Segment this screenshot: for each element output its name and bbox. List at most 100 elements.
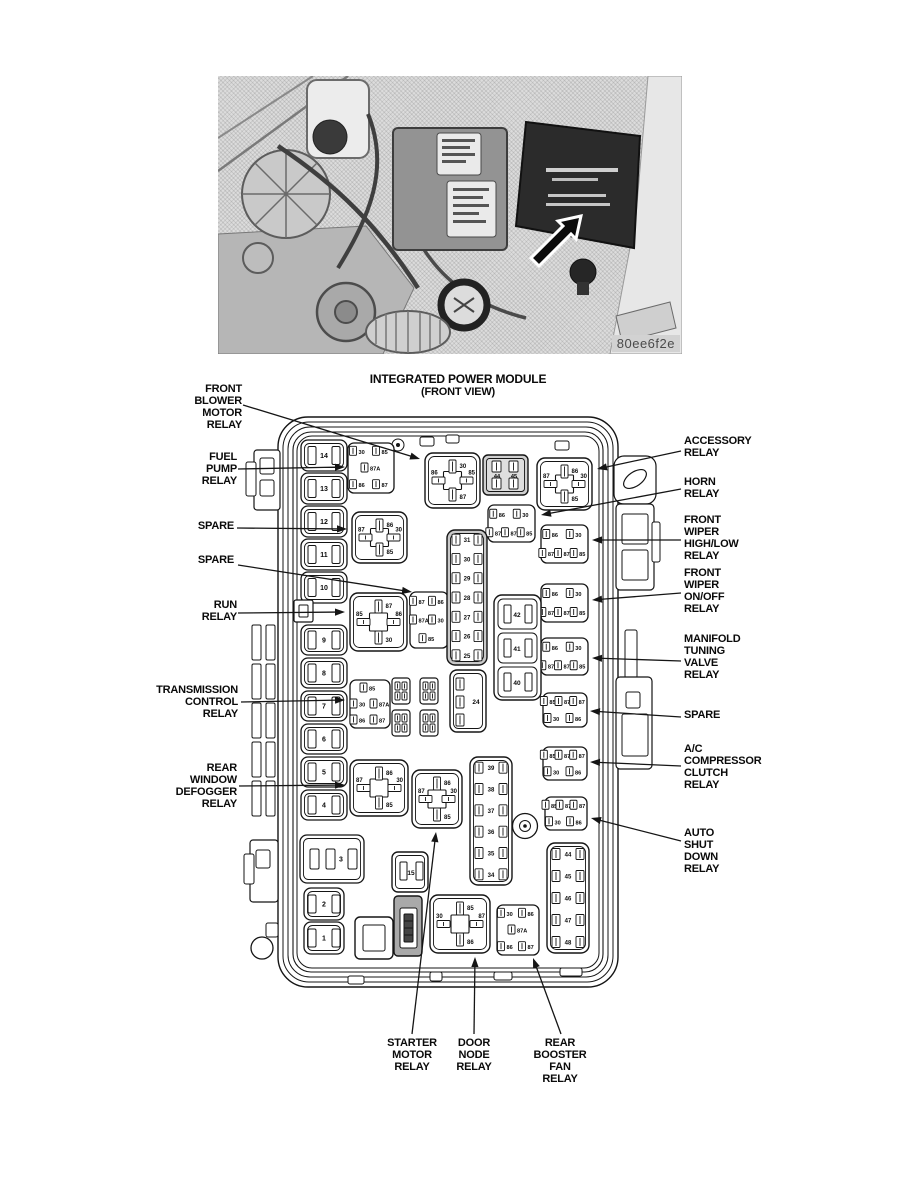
svg-text:28: 28 bbox=[464, 596, 471, 602]
callout-arrowhead bbox=[409, 452, 420, 460]
svg-text:48: 48 bbox=[565, 941, 572, 947]
svg-text:87: 87 bbox=[548, 664, 554, 670]
callout-arrowhead bbox=[592, 654, 603, 662]
svg-text:87A: 87A bbox=[564, 700, 574, 706]
callout-arrowhead bbox=[592, 595, 603, 603]
svg-text:86: 86 bbox=[575, 717, 581, 723]
svg-text:34: 34 bbox=[488, 873, 495, 879]
engine-bay-illustration bbox=[218, 76, 682, 354]
engine-bay-photo: 80ee6f2e bbox=[218, 76, 682, 354]
svg-text:30: 30 bbox=[460, 464, 467, 470]
diagram-title-line1: INTEGRATED POWER MODULE bbox=[369, 372, 547, 386]
svg-text:85: 85 bbox=[549, 700, 555, 706]
socket-block-fuel_pump bbox=[347, 442, 395, 494]
callout-arrowhead bbox=[592, 536, 602, 544]
svg-text:85: 85 bbox=[549, 754, 555, 760]
svg-text:85: 85 bbox=[467, 906, 474, 912]
socket-pair bbox=[419, 709, 439, 737]
socket-pair bbox=[391, 709, 411, 737]
case-mount-hole bbox=[250, 936, 274, 960]
svg-text:86: 86 bbox=[572, 469, 579, 475]
diagram-title-line2: (FRONT VIEW) bbox=[421, 386, 495, 398]
svg-text:85: 85 bbox=[387, 550, 394, 556]
svg-text:87A: 87A bbox=[564, 664, 574, 670]
svg-text:8: 8 bbox=[322, 671, 326, 678]
svg-text:40: 40 bbox=[513, 680, 521, 687]
svg-text:85: 85 bbox=[444, 815, 451, 821]
photo-watermark: 80ee6f2e bbox=[611, 335, 680, 352]
svg-text:87: 87 bbox=[548, 611, 554, 617]
svg-text:30: 30 bbox=[522, 513, 528, 519]
svg-text:87: 87 bbox=[418, 789, 425, 795]
svg-text:36: 36 bbox=[488, 830, 495, 836]
callout-spare-2: SPARE bbox=[197, 554, 234, 566]
svg-text:9: 9 bbox=[322, 638, 326, 645]
svg-text:45: 45 bbox=[565, 875, 572, 881]
svg-text:42: 42 bbox=[513, 612, 521, 619]
callout-fuel-pump-relay: FUEL PUMP RELAY bbox=[201, 451, 237, 487]
svg-text:12: 12 bbox=[320, 519, 328, 526]
svg-text:30: 30 bbox=[386, 638, 393, 644]
svg-text:30: 30 bbox=[553, 717, 559, 723]
svg-text:30: 30 bbox=[553, 770, 559, 776]
svg-text:5: 5 bbox=[322, 770, 326, 777]
callout-arrowhead bbox=[471, 957, 479, 967]
svg-text:87: 87 bbox=[379, 719, 385, 725]
svg-text:87: 87 bbox=[579, 804, 585, 810]
svg-text:41: 41 bbox=[513, 646, 521, 653]
svg-text:87: 87 bbox=[579, 754, 585, 760]
svg-text:30: 30 bbox=[580, 474, 587, 480]
svg-text:30: 30 bbox=[395, 528, 402, 534]
svg-text:44: 44 bbox=[494, 474, 501, 480]
svg-text:30: 30 bbox=[575, 533, 581, 539]
svg-text:86: 86 bbox=[359, 483, 365, 489]
svg-text:29: 29 bbox=[464, 577, 471, 583]
svg-text:7: 7 bbox=[322, 704, 326, 711]
svg-text:87: 87 bbox=[356, 778, 363, 784]
svg-text:85: 85 bbox=[579, 611, 585, 617]
svg-text:87A: 87A bbox=[517, 929, 527, 935]
socket-pair bbox=[419, 677, 439, 705]
callout-arrowhead bbox=[591, 817, 602, 824]
svg-text:85: 85 bbox=[428, 637, 434, 643]
callout-door-node-relay: DOOR NODE RELAY bbox=[456, 1037, 492, 1073]
svg-text:87A: 87A bbox=[564, 754, 574, 760]
callout-accessory-relay: ACCESSORY RELAY bbox=[684, 435, 752, 459]
callout-front-blower-motor-relay: FRONT BLOWER MOTOR RELAY bbox=[194, 383, 242, 431]
svg-text:87A: 87A bbox=[370, 467, 380, 473]
svg-text:85: 85 bbox=[551, 804, 557, 810]
diagram-title: INTEGRATED POWER MODULE (FRONT VIEW) bbox=[308, 373, 608, 399]
svg-text:87: 87 bbox=[358, 528, 365, 534]
svg-text:87A: 87A bbox=[379, 703, 389, 709]
svg-text:87: 87 bbox=[382, 483, 388, 489]
svg-text:86: 86 bbox=[552, 592, 558, 598]
svg-text:47: 47 bbox=[565, 919, 572, 925]
callout-arrowhead bbox=[335, 781, 345, 789]
callout-auto-shut-down-relay: AUTO SHUT DOWN RELAY bbox=[684, 827, 720, 875]
svg-text:25: 25 bbox=[464, 654, 471, 660]
callout-arrowhead bbox=[597, 463, 608, 471]
svg-text:44: 44 bbox=[565, 853, 572, 859]
svg-text:30: 30 bbox=[575, 646, 581, 652]
svg-text:46: 46 bbox=[565, 897, 572, 903]
svg-text:87A: 87A bbox=[511, 531, 521, 537]
callout-rear-booster-fan-relay: REAR BOOSTER FAN RELAY bbox=[533, 1037, 587, 1085]
svg-text:86: 86 bbox=[431, 471, 438, 477]
callout-arrowhead bbox=[401, 586, 412, 594]
svg-text:86: 86 bbox=[552, 533, 558, 539]
svg-text:86: 86 bbox=[528, 912, 534, 918]
svg-text:87: 87 bbox=[386, 604, 393, 610]
svg-text:85: 85 bbox=[369, 687, 375, 693]
callout-spare-1: SPARE bbox=[197, 520, 234, 532]
svg-text:31: 31 bbox=[464, 538, 471, 544]
svg-text:86: 86 bbox=[575, 770, 581, 776]
svg-text:87: 87 bbox=[543, 474, 550, 480]
svg-text:1: 1 bbox=[322, 936, 326, 943]
svg-text:39: 39 bbox=[488, 766, 495, 772]
callout-arrowhead bbox=[334, 463, 345, 471]
svg-text:85: 85 bbox=[382, 450, 388, 456]
photo-pointer-arrow bbox=[528, 214, 583, 269]
svg-text:14: 14 bbox=[320, 453, 328, 460]
svg-text:30: 30 bbox=[555, 820, 561, 826]
svg-text:87: 87 bbox=[548, 552, 554, 558]
